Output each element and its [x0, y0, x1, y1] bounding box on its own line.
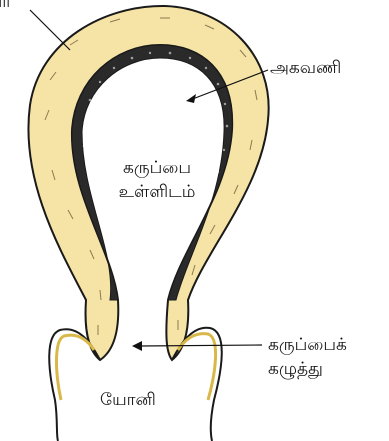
endometrium-label: அகவணி	[270, 56, 341, 80]
cervix-arrowhead	[132, 341, 142, 351]
uterine-cavity-label: கருப்பை உள்ளிடம்	[92, 156, 222, 204]
endometrium-arrowhead	[186, 94, 196, 103]
cervix-label-line2: கழுத்து	[268, 357, 347, 381]
cervix-label-line1: கருப்பைக்	[268, 333, 347, 357]
vagina-label: யோனி	[100, 388, 156, 412]
uterine-cavity-label-line2: உள்ளிடம்	[92, 180, 222, 204]
cervix-label: கருப்பைக் கழுத்து	[268, 333, 347, 381]
uterine-cavity-label-line1: கருப்பை	[92, 156, 222, 180]
cervix-pointer	[140, 345, 262, 346]
wall-pointer	[30, 10, 70, 50]
vagina-right-inner	[178, 334, 216, 400]
vagina-left-inner	[56, 335, 94, 400]
wall-label: வர்	[0, 0, 11, 14]
